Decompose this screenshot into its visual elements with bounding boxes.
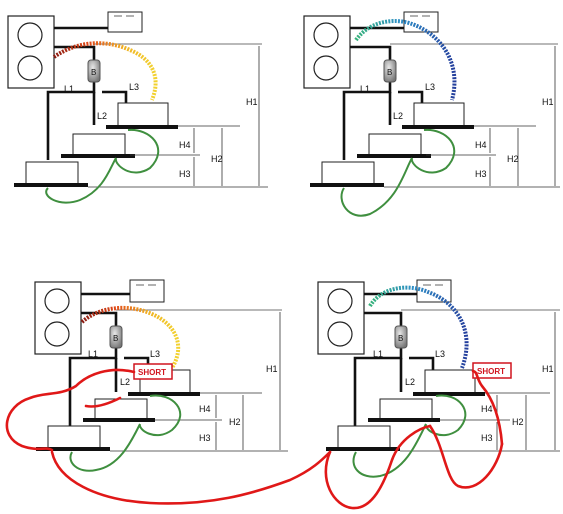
refrigerant-pipes	[46, 26, 128, 160]
short-label: SHORT	[477, 367, 505, 376]
panel-top-left: B L1 L2 L3 H1 H2 H3 H4	[7, 11, 268, 204]
label-l3: L3	[150, 349, 160, 359]
label-h2: H2	[512, 417, 524, 427]
label-h4: H4	[481, 404, 493, 414]
indoor-unit-2	[72, 133, 126, 156]
dimension-lines	[110, 312, 288, 452]
branch-joint	[109, 325, 123, 349]
panel-bottom-right: B L1 L2 L3 H1 H2 H3 H4 SHORT	[317, 279, 560, 478]
indoor-unit-3	[117, 102, 169, 127]
indoor-unit-2	[94, 398, 148, 420]
control-wire	[69, 394, 182, 472]
branch-label: B	[398, 334, 403, 343]
fan-icon	[327, 321, 353, 347]
fan-icon	[327, 288, 353, 314]
outdoor-unit	[34, 281, 82, 355]
label-l2: L2	[393, 111, 403, 121]
label-h1: H1	[542, 364, 554, 374]
label-h3: H3	[179, 169, 191, 179]
branch-label: B	[91, 68, 96, 77]
short-label: SHORT	[138, 368, 166, 377]
controller-box	[129, 279, 165, 303]
fan-icon	[44, 321, 70, 347]
control-wire	[340, 128, 456, 217]
label-h1: H1	[266, 364, 278, 374]
label-h3: H3	[481, 433, 493, 443]
label-h4: H4	[179, 140, 191, 150]
fan-icon	[313, 22, 339, 48]
indoor-unit-2	[368, 133, 422, 156]
dimension-lines	[88, 46, 268, 188]
label-l3: L3	[435, 349, 445, 359]
power-cable	[80, 305, 181, 370]
label-l2: L2	[97, 111, 107, 121]
indoor-unit-3	[413, 102, 465, 127]
refrigerant-pipes	[342, 26, 424, 160]
label-l1: L1	[88, 349, 98, 359]
dimension-lines	[384, 46, 560, 188]
controller-box	[403, 11, 439, 33]
short-circuit-wires	[5, 368, 504, 510]
label-l1: L1	[360, 84, 370, 94]
label-l1: L1	[373, 349, 383, 359]
power-cable	[368, 285, 469, 369]
label-h4: H4	[199, 404, 211, 414]
branch-label: B	[387, 68, 392, 77]
outdoor-unit	[317, 281, 365, 355]
indoor-unit-1	[337, 425, 391, 449]
label-l3: L3	[425, 82, 435, 92]
fan-icon	[17, 22, 43, 48]
refrigerant-pipes	[353, 292, 435, 428]
fan-icon	[313, 55, 339, 81]
outdoor-unit	[303, 15, 351, 89]
branch-label: B	[113, 334, 118, 343]
power-cable	[52, 41, 158, 101]
label-h2: H2	[229, 417, 241, 427]
label-l2: L2	[405, 377, 415, 387]
outdoor-unit	[7, 15, 55, 89]
indoor-unit-2	[379, 398, 433, 420]
indoor-unit-1	[321, 161, 375, 185]
label-h2: H2	[211, 154, 223, 164]
label-h2: H2	[507, 154, 519, 164]
branch-joint	[87, 59, 101, 83]
fan-icon	[17, 55, 43, 81]
label-l3: L3	[129, 82, 139, 92]
label-h3: H3	[199, 433, 211, 443]
branch-joint	[394, 325, 408, 349]
control-wire	[45, 128, 160, 204]
power-cable	[354, 19, 457, 101]
label-l2: L2	[120, 377, 130, 387]
control-wire	[352, 394, 467, 478]
label-l1: L1	[64, 84, 74, 94]
controller-box	[107, 11, 143, 33]
label-h1: H1	[246, 97, 258, 107]
indoor-unit-1	[25, 161, 79, 185]
fan-icon	[44, 288, 70, 314]
label-h4: H4	[475, 140, 487, 150]
panel-bottom-left: B L1 L2 L3 H1 H2 H3 H4 SHORT	[34, 279, 288, 472]
panel-top-right: B L1 L2 L3 H1 H2 H3 H4	[303, 11, 560, 217]
label-h1: H1	[542, 97, 554, 107]
branch-joint	[383, 59, 397, 83]
label-h3: H3	[475, 169, 487, 179]
indoor-unit-3	[424, 369, 476, 394]
indoor-unit-1	[47, 425, 101, 449]
